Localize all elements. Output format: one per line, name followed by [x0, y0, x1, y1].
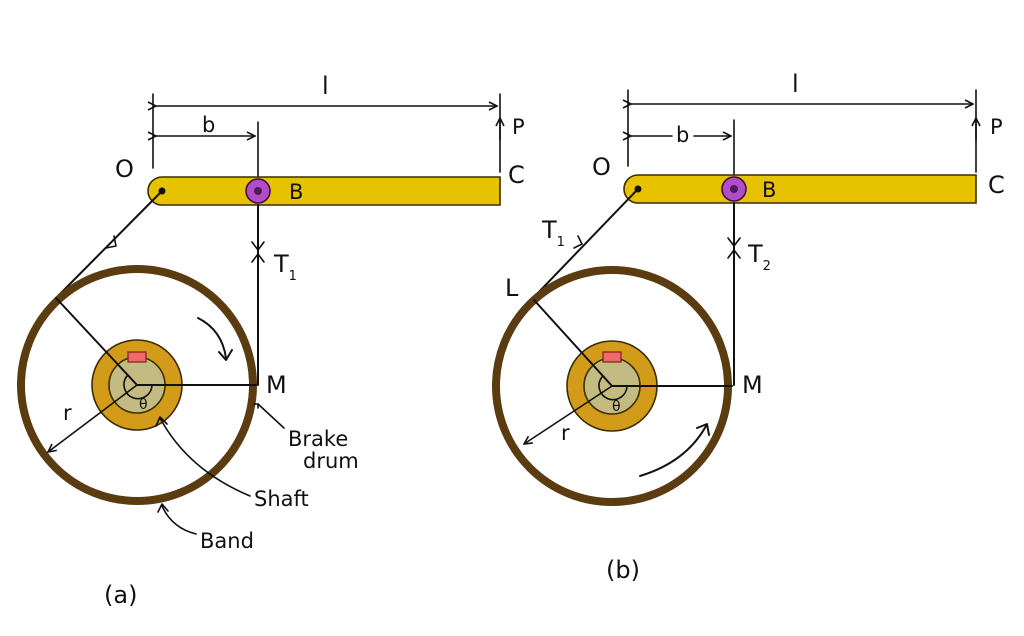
- diagram-a: l b P O C B T1 r θ: [17, 72, 525, 609]
- angle-label: θ: [139, 397, 148, 413]
- brake-drum-label-line1: Brake: [288, 427, 348, 451]
- b-label: b: [202, 113, 215, 137]
- strap-tension-arrow: [105, 235, 117, 249]
- band-leader-head: [157, 503, 169, 513]
- tension-arrows-t1: [251, 241, 265, 263]
- tangent-label-right: M: [742, 371, 763, 399]
- rotation-arrow: [197, 317, 227, 359]
- band-label: Band: [200, 529, 254, 553]
- brake-drum-label-line2: drum: [303, 449, 359, 473]
- strap-tension-arrow: [573, 235, 583, 249]
- shaft-label: Shaft: [254, 487, 309, 511]
- fulcrum-label: O: [115, 155, 134, 183]
- rotation-arrowhead: [218, 349, 233, 361]
- pin-center: [254, 187, 262, 195]
- fulcrum-label: O: [592, 153, 611, 181]
- pin-center: [730, 185, 738, 193]
- diagram-b: l b P O C B T1 L T2 r: [492, 70, 1005, 584]
- lever-arm: [623, 174, 977, 204]
- shaft-leader-head: [155, 416, 168, 427]
- angle-label: θ: [612, 399, 621, 415]
- force-label: P: [990, 115, 1003, 139]
- band-strap-left: [534, 188, 639, 297]
- shaft-key: [602, 351, 622, 363]
- radius-line-to-l: [533, 299, 613, 387]
- band-strap-left: [57, 190, 163, 297]
- angle-arc: [123, 375, 153, 400]
- force-label: P: [512, 115, 525, 139]
- tension-label-t1: T1: [541, 216, 565, 250]
- lever-arm: [147, 176, 501, 206]
- caption-a: (a): [104, 581, 137, 609]
- radius-dimension: [48, 384, 138, 452]
- radius-line-to-tangent: [55, 297, 138, 386]
- tension-label: T1: [273, 250, 297, 284]
- shaft-leader: [159, 417, 251, 497]
- brake-drum-leader: [257, 403, 285, 429]
- tangent-label-left: L: [505, 274, 519, 302]
- brake-drum-leader-head: [253, 403, 259, 409]
- caption-b: (b): [606, 556, 640, 584]
- end-label: C: [988, 171, 1005, 199]
- band-leader: [161, 505, 197, 535]
- radius-label: r: [561, 421, 570, 445]
- radius-dimension: [524, 385, 613, 444]
- radius-label: r: [63, 401, 72, 425]
- rotation-arrowhead: [696, 423, 710, 436]
- angle-arc: [598, 376, 628, 401]
- tension-arrows-t2: [727, 237, 741, 259]
- shaft-key: [127, 351, 147, 363]
- length-label: l: [322, 72, 329, 100]
- end-label: C: [508, 161, 525, 189]
- pin-label: B: [289, 180, 303, 204]
- pin-label: B: [762, 178, 776, 202]
- tangent-label: M: [266, 371, 287, 399]
- length-label: l: [792, 70, 799, 98]
- rotation-arrow: [639, 425, 707, 477]
- tension-label-t2: T2: [747, 240, 771, 274]
- b-label: b: [676, 123, 689, 147]
